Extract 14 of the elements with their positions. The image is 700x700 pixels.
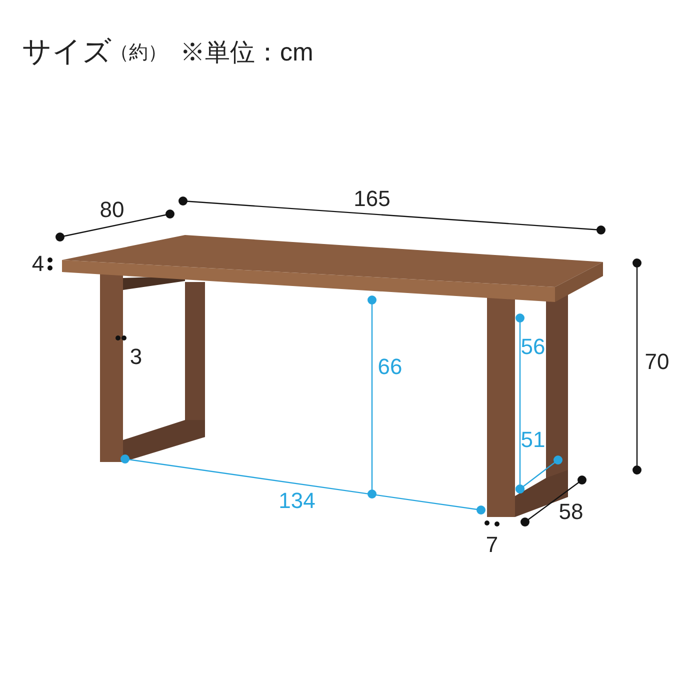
dimension-label: 3 (130, 346, 142, 368)
dimension-label: 80 (100, 199, 124, 221)
dimension-label: 66 (378, 356, 402, 378)
dimension-label: 4 (32, 253, 44, 275)
dimension-label: 56 (520, 336, 546, 358)
dimension-label: 58 (558, 501, 584, 523)
title-note: （約） (110, 44, 167, 62)
unit-note: ※単位：cm (180, 40, 314, 66)
dimension-label: 70 (644, 351, 670, 373)
title: サイズ (22, 38, 112, 67)
dimension-label: 51 (520, 429, 546, 451)
dimension-label: 165 (354, 188, 390, 210)
dimension-label: 134 (278, 490, 316, 512)
dimension-label: 7 (486, 534, 498, 556)
